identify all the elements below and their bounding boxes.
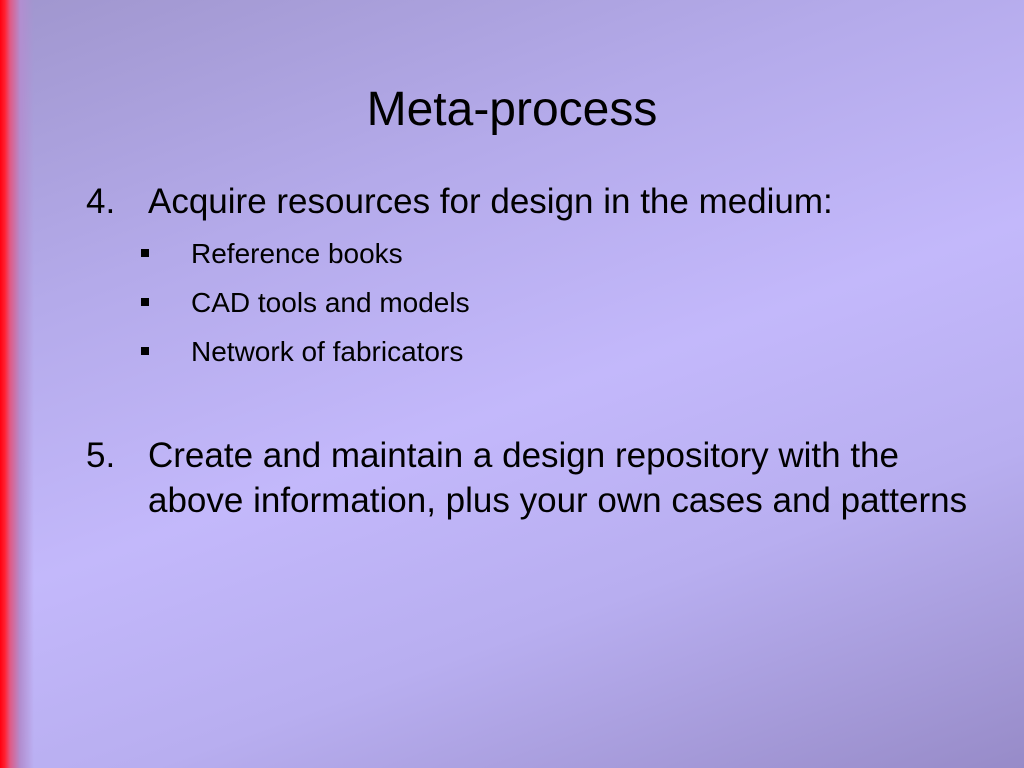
slide-title: Meta-process [366,83,658,136]
sub-item-label: CAD tools and models [191,287,470,318]
slide-left-edge-gradient [0,0,34,768]
item-number: 5. [86,436,116,475]
square-bullet-icon [141,249,149,257]
square-bullet-icon [141,298,149,306]
sub-item-label: Network of fabricators [191,336,464,367]
item-text: Create and maintain a design repository … [148,436,968,520]
item-number: 4. [86,182,116,221]
sub-item-label: Reference books [191,238,403,269]
square-bullet-icon [141,347,149,355]
item-text: Acquire resources for design in the medi… [148,182,833,221]
